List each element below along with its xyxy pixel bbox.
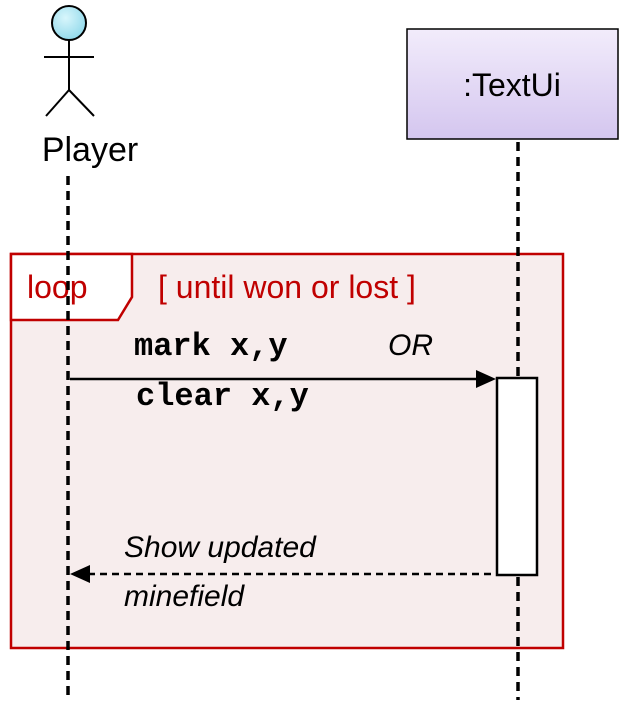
textui-participant: :TextUi (406, 28, 619, 140)
actor-head-icon (51, 5, 87, 41)
textui-box (406, 28, 619, 140)
loop-keyword: loop (27, 269, 88, 305)
response-arrowhead-icon (70, 565, 90, 583)
player-label: Player (42, 131, 138, 169)
response-label-line1: Show updated (124, 531, 317, 564)
response-label-line2: minefield (124, 580, 245, 613)
textui-label: :TextUi (463, 67, 561, 103)
loop-frame: loop [ until won or lost ] (9, 252, 565, 650)
textui-activation-bar (495, 376, 539, 577)
request-message: mark x,y OR clear x,y (70, 328, 496, 415)
actor-right-leg (68, 89, 95, 117)
request-or-label: OR (388, 329, 433, 362)
request-command-clear: clear x,y (136, 378, 309, 415)
loop-guard: [ until won or lost ] (158, 269, 416, 305)
player-actor: Player (42, 5, 138, 169)
request-command-mark: mark x,y (134, 328, 288, 365)
request-arrowhead-icon (476, 370, 496, 388)
actor-left-leg (45, 89, 70, 117)
loop-label-tab (9, 252, 134, 322)
response-message: Show updated minefield (70, 531, 496, 613)
